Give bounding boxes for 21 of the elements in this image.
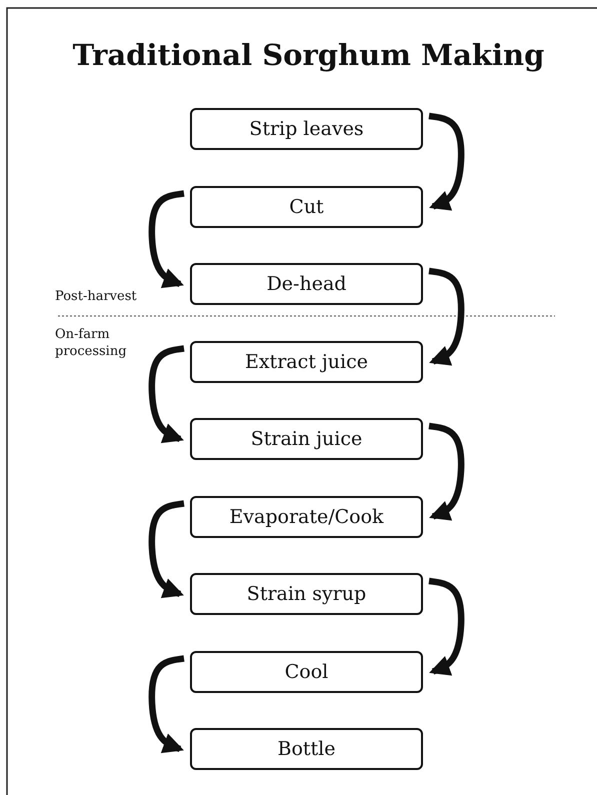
process-box (190, 340, 423, 382)
process-box (190, 650, 423, 692)
process-box (190, 186, 423, 228)
process-box (190, 573, 423, 615)
step-label: Cool (284, 660, 328, 682)
step-label: Strain syrup (246, 583, 366, 605)
process-box (190, 496, 423, 538)
step-label: De-head (266, 273, 346, 295)
process-box (190, 263, 423, 305)
process-box (190, 108, 423, 150)
process-box (190, 728, 423, 770)
step-label: Strain juice (250, 428, 362, 450)
section-label: Post-harvest (55, 288, 138, 305)
step-label: Strip leaves (249, 118, 364, 140)
step-label: Evaporate/Cook (229, 506, 384, 528)
section-label: On-farm processing (55, 326, 128, 360)
step-label: Extract juice (244, 350, 368, 372)
title: Traditional Sorghum Making (72, 38, 546, 72)
process-box (190, 418, 423, 460)
step-label: Bottle (278, 738, 336, 760)
step-label: Cut (289, 196, 324, 218)
